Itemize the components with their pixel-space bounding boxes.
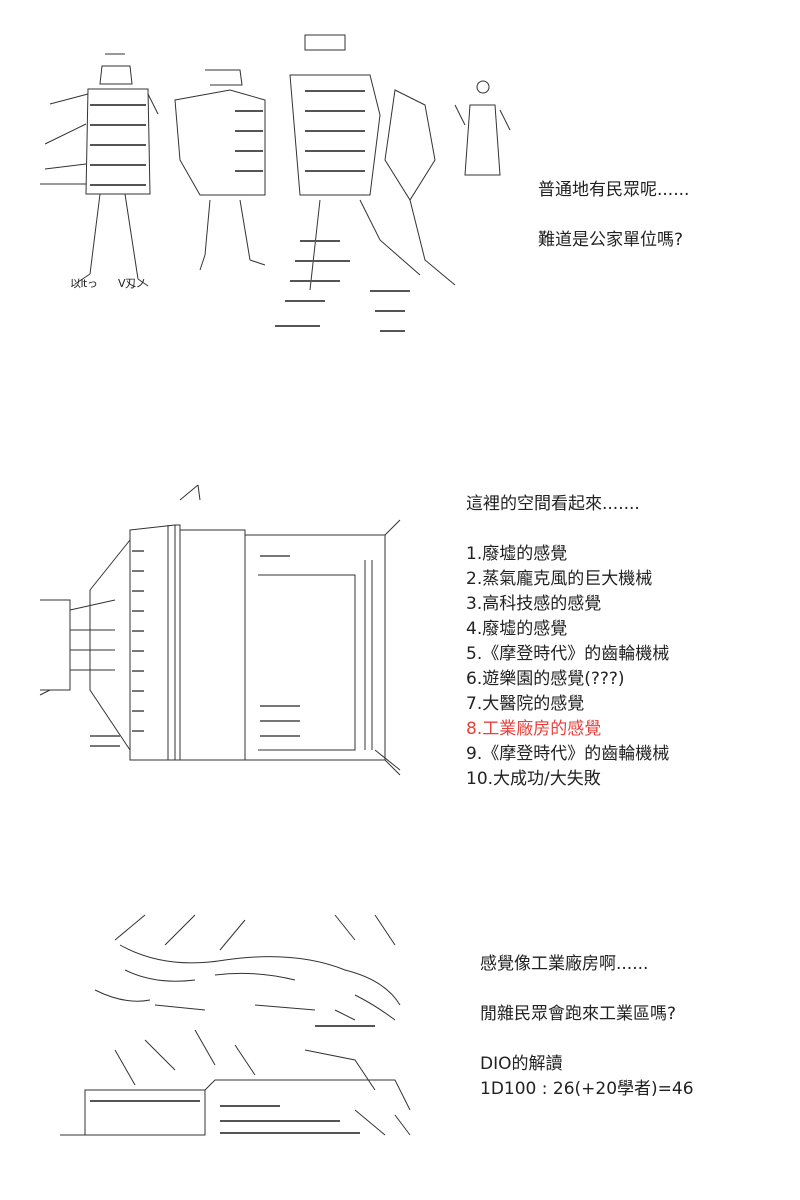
- panel-3-dialogue: 感覺像工業廠房啊...... 閒雜民眾會跑來工業區嗎? DIO的解讀 1D100…: [480, 952, 694, 1102]
- ascii-art-second-figure: [170, 60, 266, 271]
- panel-interior: 這裡的空間看起來....... 1.廢墟的感覺 2.蒸氣龐克風的巨大機械 3.高…: [0, 470, 800, 800]
- dialogue-line: 感覺像工業廠房啊......: [480, 954, 649, 974]
- option-line: 7.大醫院的感覺: [466, 694, 585, 714]
- panel-2-options: 這裡的空間看起來....... 1.廢墟的感覺 2.蒸氣龐克風的巨大機械 3.高…: [466, 492, 669, 792]
- option-line: 5.《摩登時代》的齒輪機械: [466, 644, 670, 664]
- option-line: 4.廢墟的感覺: [466, 619, 568, 639]
- left-figure-outline: 以ltっ V刄ノ: [40, 53, 159, 290]
- ascii-art-building-interior: [30, 480, 401, 776]
- panel-pedestrians: 以ltっ V刄ノ: [0, 0, 800, 400]
- option-line: 6.遊樂園的感覺(???): [466, 669, 625, 689]
- ascii-art-dio-face: [55, 910, 411, 1136]
- dialogue-line: 普通地有民眾呢......: [538, 180, 690, 200]
- art-label-left: 以ltっ: [70, 277, 97, 290]
- option-line: 2.蒸氣龐克風的巨大機械: [466, 569, 653, 589]
- option-line-selected: 8.工業廠房的感覺: [466, 719, 602, 739]
- panel-dio: 感覺像工業廠房啊...... 閒雜民眾會跑來工業區嗎? DIO的解讀 1D100…: [0, 900, 800, 1160]
- ascii-art-small-figure: [445, 75, 511, 176]
- art-label-right: V刄ノ: [118, 277, 146, 290]
- ascii-art-left-figure: 以ltっ V刄ノ: [30, 44, 159, 290]
- option-line: 1.廢墟的感覺: [466, 544, 568, 564]
- option-line: 10.大成功/大失敗: [466, 769, 601, 789]
- roll-result: 1D100 : 26(+20學者)=46: [480, 1079, 694, 1099]
- option-line: 9.《摩登時代》的齒輪機械: [466, 744, 670, 764]
- dialogue-line: 閒雜民眾會跑來工業區嗎?: [480, 1004, 677, 1024]
- dialogue-line: 難道是公家單位嗎?: [538, 230, 684, 250]
- intro-line: 這裡的空間看起來.......: [466, 494, 640, 514]
- panel-1-dialogue: 普通地有民眾呢...... 難道是公家單位嗎?: [538, 178, 689, 253]
- ascii-art-walking-figure: [260, 30, 456, 332]
- roll-title: DIO的解讀: [480, 1054, 563, 1074]
- option-line: 3.高科技感的感覺: [466, 594, 602, 614]
